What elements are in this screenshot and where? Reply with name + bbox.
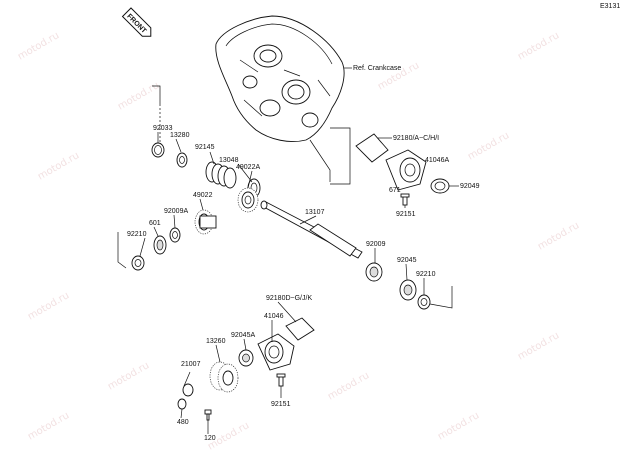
label-49022[interactable]: 49022	[193, 192, 213, 199]
label-601[interactable]: 601	[149, 220, 161, 227]
bracket-line	[152, 85, 161, 104]
part-41046-housing[interactable]	[257, 333, 295, 371]
label-41046[interactable]: 41046	[264, 313, 284, 320]
label-120[interactable]: 120	[204, 435, 216, 442]
label-92049[interactable]: 92049	[460, 183, 480, 190]
label-92045[interactable]: 92045	[397, 257, 417, 264]
label-92151-lower[interactable]: 92151	[271, 401, 291, 408]
part-92049-oil-seal[interactable]	[430, 178, 450, 194]
label-480[interactable]: 480	[177, 419, 189, 426]
leader-line	[405, 263, 408, 281]
label-13260[interactable]: 13260	[206, 338, 226, 345]
watermark-text: motod.ru	[26, 410, 71, 442]
leader-line	[199, 198, 204, 211]
bracket-line	[429, 286, 453, 309]
part-13280-washer[interactable]	[176, 152, 188, 168]
label-92145[interactable]: 92145	[195, 144, 215, 151]
bracket-line	[117, 232, 127, 269]
label-92151-upper[interactable]: 92151	[396, 211, 416, 218]
watermark-text: motod.ru	[436, 410, 481, 442]
part-92180D-shim[interactable]	[285, 317, 315, 341]
watermark-text: motod.ru	[106, 360, 151, 392]
label-13107[interactable]: 13107	[305, 209, 325, 216]
watermark-text: motod.ru	[326, 370, 371, 402]
leader-line	[180, 408, 183, 419]
part-601-bearing[interactable]	[153, 235, 167, 255]
part-92045A-bearing[interactable]	[238, 349, 254, 367]
part-92009-bearing[interactable]	[365, 262, 383, 282]
leader-line	[215, 344, 221, 363]
watermark-text: motod.ru	[26, 290, 71, 322]
watermark-text: motod.ru	[536, 220, 581, 252]
part-92180A-shim[interactable]	[355, 133, 389, 163]
label-92033[interactable]: 92033	[153, 125, 173, 132]
reference-label: Ref. Crankcase	[353, 65, 401, 72]
label-92009A[interactable]: 92009A	[164, 208, 188, 215]
part-92210-nut-right[interactable]	[417, 294, 431, 310]
part-92145-spring[interactable]	[205, 161, 237, 189]
label-41046A[interactable]: 41046A	[425, 157, 449, 164]
label-92180D[interactable]: 92180D~G/J/K	[266, 295, 312, 302]
part-120-bolt[interactable]	[204, 409, 212, 421]
label-92180A[interactable]: 92180/A~C/H/I	[393, 135, 439, 142]
leader-line	[299, 215, 317, 225]
label-92009[interactable]: 92009	[366, 241, 386, 248]
leader-line	[209, 151, 215, 165]
label-671[interactable]: 671	[389, 187, 401, 194]
label-49022A[interactable]: 49022A	[236, 164, 260, 171]
part-21007-sensor[interactable]	[182, 371, 194, 397]
part-41046A-housing[interactable]	[385, 149, 427, 191]
watermark-text: motod.ru	[36, 150, 81, 182]
leader-line	[247, 170, 253, 189]
bracket-line	[309, 139, 331, 182]
part-13107-shaft[interactable]	[260, 200, 363, 259]
bracket-line	[330, 127, 351, 185]
part-13260-gear[interactable]	[209, 361, 239, 393]
leader-line	[139, 237, 146, 257]
label-92045A[interactable]: 92045A	[231, 332, 255, 339]
watermark-text: motod.ru	[516, 330, 561, 362]
leader-line	[153, 226, 159, 237]
part-92151-bolt-lower[interactable]	[276, 373, 286, 387]
part-92009A-collar[interactable]	[169, 227, 181, 243]
part-49022-gear[interactable]	[194, 209, 217, 235]
watermark-text: motod.ru	[516, 30, 561, 62]
label-21007[interactable]: 21007	[181, 361, 201, 368]
label-92210-right[interactable]: 92210	[416, 271, 436, 278]
crankcase-housing	[215, 15, 345, 142]
part-92045-bearing[interactable]	[399, 279, 417, 301]
watermark-text: motod.ru	[116, 80, 161, 112]
leader-line	[277, 301, 297, 323]
front-arrow-icon: FRONT	[121, 7, 152, 37]
watermark-text: motod.ru	[466, 130, 511, 162]
diagram-code: E3131	[600, 3, 620, 10]
leader-line	[173, 214, 176, 229]
part-92033-circlip[interactable]	[151, 142, 165, 158]
part-49022A-gear[interactable]	[237, 187, 259, 213]
leader-line	[237, 163, 253, 183]
part-480-circlip[interactable]	[177, 398, 187, 410]
label-13280[interactable]: 13280	[170, 132, 190, 139]
label-92210-left[interactable]: 92210	[127, 231, 147, 238]
leader-line	[243, 338, 247, 351]
leader-line	[175, 138, 182, 153]
watermark-text: motod.ru	[16, 30, 61, 62]
part-92210-nut-left[interactable]	[131, 255, 145, 271]
part-92151-bolt-upper[interactable]	[400, 193, 410, 206]
label-13048[interactable]: 13048	[219, 157, 239, 164]
